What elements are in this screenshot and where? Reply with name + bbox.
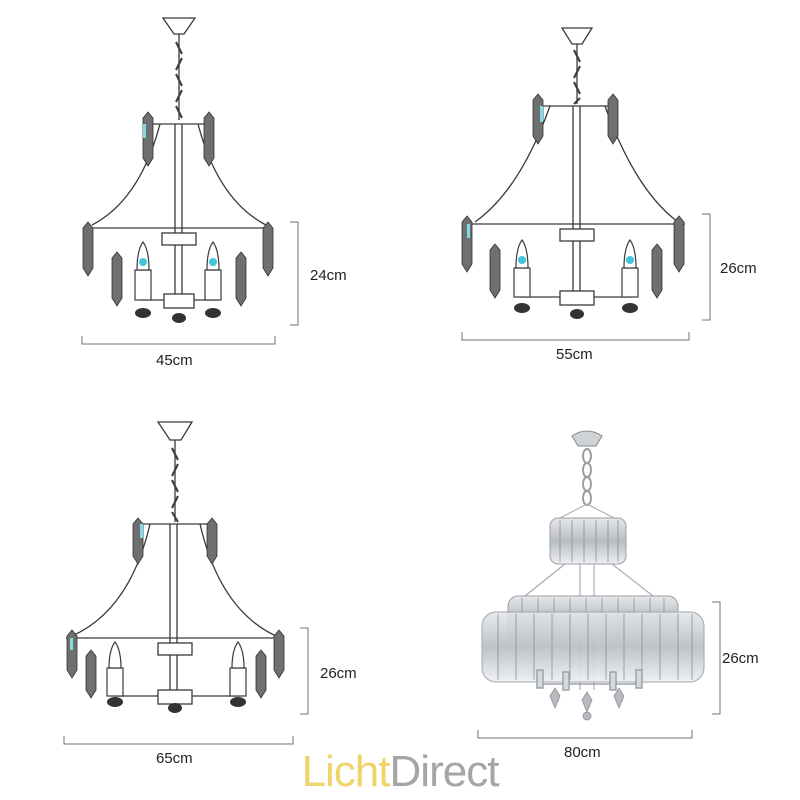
brand-light-text: Licht bbox=[301, 747, 391, 796]
outer-crystal-ring bbox=[481, 611, 705, 683]
brand-dark-text: Direct bbox=[389, 747, 500, 796]
width-dimension-label: 65cm bbox=[156, 750, 193, 767]
chandelier-photo-80cm: 26cm 80cm bbox=[400, 400, 800, 780]
width-dimension-label: 55cm bbox=[556, 346, 593, 363]
chandelier-diagram-55cm: 26cm 55cm bbox=[400, 0, 800, 380]
height-dimension-label: 26cm bbox=[720, 260, 757, 277]
top-crystal-ring bbox=[549, 517, 627, 565]
chandelier-diagram-45cm: 24cm 45cm bbox=[0, 0, 400, 380]
chandelier-drawing bbox=[461, 27, 711, 341]
chandelier-drawing bbox=[63, 421, 309, 745]
height-dimension-label: 26cm bbox=[722, 650, 759, 667]
lichtdirect-logo: LichtDirect bbox=[0, 750, 800, 794]
chandelier-drawing bbox=[81, 17, 299, 345]
chandelier-diagram-65cm: 26cm 65cm bbox=[0, 400, 400, 780]
height-dimension-label: 26cm bbox=[320, 665, 357, 682]
height-dimension-label: 24cm bbox=[310, 267, 347, 284]
width-dimension-label: 80cm bbox=[564, 744, 601, 761]
crystal-chandelier-image bbox=[477, 430, 721, 739]
width-dimension-label: 45cm bbox=[156, 352, 193, 369]
